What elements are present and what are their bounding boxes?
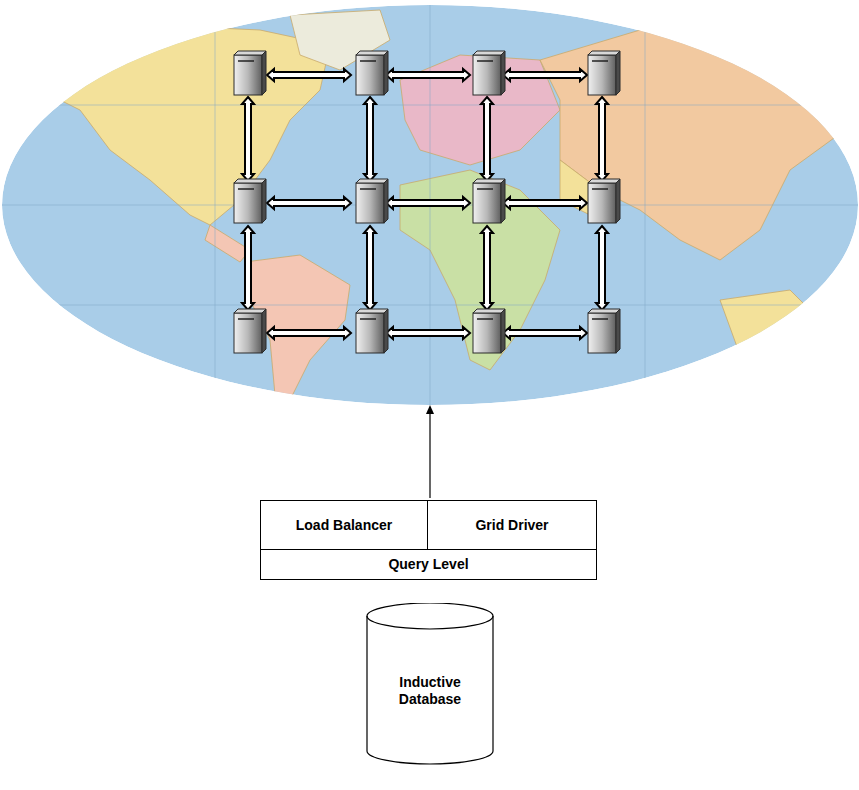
grid-links: [242, 69, 608, 339]
cylinder-rim: [367, 616, 493, 629]
arrow-head: [426, 405, 434, 414]
grid-arrow: [386, 197, 470, 209]
server-icon: [473, 179, 505, 223]
cylinder-body: [367, 603, 493, 764]
server-icon: [588, 179, 620, 223]
grid-arrow: [242, 97, 254, 181]
north-america: [40, 25, 330, 225]
grid-arrow: [503, 327, 587, 339]
grid-arrow: [503, 69, 587, 81]
node-label: Load Balancer: [296, 517, 392, 534]
node-label: Grid Driver: [475, 517, 548, 534]
asia: [540, 30, 850, 260]
grid-arrow: [386, 327, 470, 339]
latitude-line: [0, 305, 859, 306]
grid-arrow: [503, 197, 587, 209]
server-icon: [356, 309, 388, 353]
grid-arrow: [364, 226, 376, 310]
grid-arrow: [386, 69, 470, 81]
load-balancer-box: Load Balancer: [260, 500, 428, 550]
database-cylinder: Inductive Database: [366, 603, 494, 765]
grid-servers: [234, 51, 620, 353]
node-label: Query Level: [388, 556, 468, 573]
server-icon: [588, 309, 620, 353]
server-icon: [356, 51, 388, 95]
query-level-box: Query Level: [260, 549, 597, 580]
server-icon: [473, 309, 505, 353]
grid-arrow: [481, 97, 493, 181]
server-icon: [234, 179, 266, 223]
grid-arrow: [481, 226, 493, 310]
grid-driver-box: Grid Driver: [427, 500, 597, 550]
grid-arrow: [267, 69, 351, 81]
node-label: Inductive Database: [382, 674, 478, 708]
australia: [720, 290, 820, 360]
server-icon: [234, 51, 266, 95]
grid-arrow: [364, 97, 376, 181]
up-arrow: [426, 405, 434, 498]
server-icon: [356, 179, 388, 223]
grid-arrow: [596, 97, 608, 181]
arrow-shaft: [429, 412, 430, 498]
latitude-line: [0, 105, 859, 106]
server-icon: [588, 51, 620, 95]
grid-arrow: [267, 197, 351, 209]
longitude-line: [645, 0, 646, 410]
server-icon: [234, 309, 266, 353]
graticule: [0, 0, 859, 410]
longitude-line: [215, 0, 216, 410]
grid-arrow: [267, 327, 351, 339]
world-map: [0, 0, 859, 410]
grid-arrow: [596, 226, 608, 310]
grid-arrow: [242, 226, 254, 310]
server-icon: [473, 51, 505, 95]
